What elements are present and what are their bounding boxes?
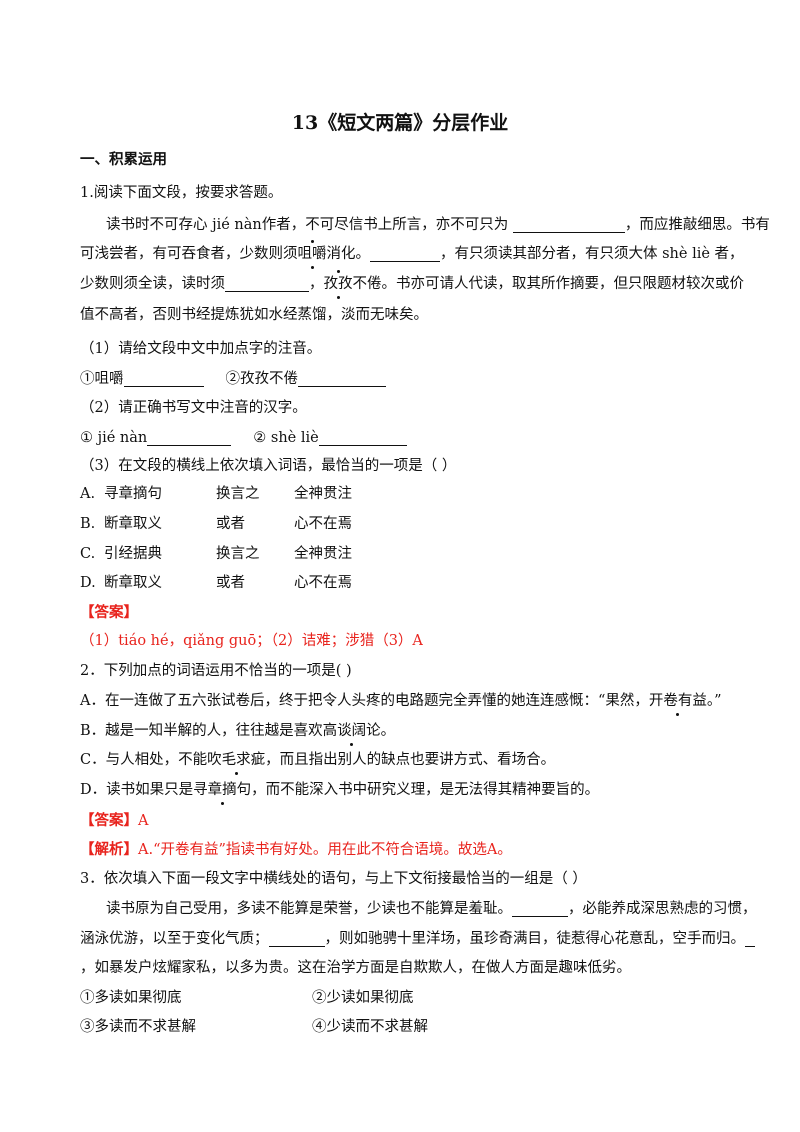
q1-sub-question-3: （3）在文段的横线上依次填入词语，最恰当的一项是（ ） — [80, 458, 457, 474]
option-c[interactable]: C.引经据典换言之全神贯注 — [80, 546, 352, 562]
q3-option-2[interactable]: ②少读如果彻底 — [312, 990, 414, 1006]
dotted-word-chuimao: 吹毛求疵 — [207, 752, 266, 775]
q3-option-4[interactable]: ④少读而不求甚解 — [312, 1019, 428, 1035]
fill-blank-2[interactable] — [370, 245, 440, 262]
option-d[interactable]: D.断章取义或者心不在焉 — [80, 575, 352, 591]
dotted-word-xunzhang: 寻章摘句 — [193, 782, 252, 805]
dotted-word-kaijuan: 开卷有益 — [648, 693, 707, 716]
q2-option-d[interactable]: D．读书如果只是寻章摘句，而不能深入书中研究义理，是无法得其精神要旨的。 — [80, 782, 600, 805]
fill-blank-1[interactable] — [512, 216, 625, 233]
q1-passage-line-2: 可浅尝者，有可吞食者，少数则须咀嚼消化。，有只须读其部分者，有只须大体 shè … — [80, 240, 744, 269]
q1-passage-line-1: 读书时不可存心 jié nàn作者，不可尽信书上所言，亦不可只为 ，而应推敲细思… — [106, 216, 770, 233]
q3-passage-line-2: 涵泳优游，以至于变化气质；，则如驰骋十里洋场，虽珍奇满目，徒惹得心花意乱，空手而… — [80, 929, 755, 949]
answer-q1: （1）tiáo hé，qiǎng guō；（2）诘难；涉猎（3）A — [80, 633, 423, 649]
q1-passage-line-3: 少数则须全读，读时须，孜孜不倦。书亦可请人代读，取其所作摘要，但只限题材较次或价 — [80, 270, 744, 299]
q1-passage-line-4: 值不高者，否则书经提炼犹如水经蒸馏，淡而无味矣。 — [80, 307, 428, 323]
answer-q2: 【答案】A — [80, 812, 149, 829]
dotted-word-gaotan: 高谈阔论 — [322, 723, 381, 746]
option-a[interactable]: A.寻章摘句换言之全神贯注 — [80, 486, 352, 502]
q3-passage-line-1: 读书原为自己受用，多读不能算是荣誉，少读也不能算是羞耻。，必能养成深思熟虑的习惯… — [106, 900, 757, 917]
q3-blank-3[interactable] — [745, 930, 755, 947]
q3-blank-2[interactable] — [268, 930, 325, 947]
q3-options-row-1: ①多读如果彻底 ②少读如果彻底 — [80, 988, 414, 1008]
section-heading: 一、积累运用 — [80, 151, 167, 168]
q3-option-1[interactable]: ①多读如果彻底 — [80, 990, 182, 1006]
question-1-stem: 1.阅读下面文段，按要求答题。 — [80, 185, 283, 201]
q2-option-c[interactable]: C．与人相处，不能吹毛求疵，而且指出别人的缺点也要讲方式、看场合。 — [80, 752, 556, 775]
q1-sub-question-2: （2）请正确书写文中注音的汉字。 — [80, 400, 307, 416]
q3-passage-line-3: ，如暴发户炫耀家私，以多为贵。这在治学方面是自欺欺人，在做人方面是趣味低劣。 — [80, 960, 631, 976]
dotted-word-zizi: 孜孜 — [323, 270, 353, 299]
question-3-stem: 3．依次填入下面一段文字中横线处的语句，与上下文衔接最恰当的一组是（ ） — [80, 871, 587, 887]
fill-blank-3[interactable] — [225, 275, 309, 292]
page-title: 13《短文两篇》分层作业 — [291, 112, 509, 134]
q3-option-3[interactable]: ③多读而不求甚解 — [80, 1019, 196, 1035]
answer-blank-jujue[interactable] — [123, 370, 204, 387]
q2-option-b[interactable]: B．越是一知半解的人，往往越是喜欢高谈阔论。 — [80, 723, 396, 746]
question-2-stem: 2．下列加点的词语运用不恰当的一项是( ) — [80, 663, 352, 679]
answer-blank-zizi[interactable] — [298, 370, 386, 387]
answer-blank-jienan[interactable] — [147, 429, 232, 446]
answer-blank-shelie[interactable] — [318, 429, 407, 446]
analysis-q2: 【解析】A.“开卷有益”指读书有好处。用在此不符合语境。故选A。 — [80, 841, 512, 858]
q1-sub-question-1: （1）请给文段中文中加点字的注音。 — [80, 341, 322, 357]
answer-label-q1: 【答案】 — [80, 604, 138, 621]
option-b[interactable]: B.断章取义或者心不在焉 — [80, 516, 352, 532]
q3-blank-1[interactable] — [512, 900, 568, 917]
q2-option-a[interactable]: A．在一连做了五六张试卷后，终于把令人头疼的电路题完全弄懂的她连连感慨：“果然，… — [80, 693, 722, 716]
q3-options-row-2: ③多读而不求甚解 ④少读而不求甚解 — [80, 1017, 428, 1037]
dotted-word-jujue: 咀嚼 — [297, 240, 327, 269]
